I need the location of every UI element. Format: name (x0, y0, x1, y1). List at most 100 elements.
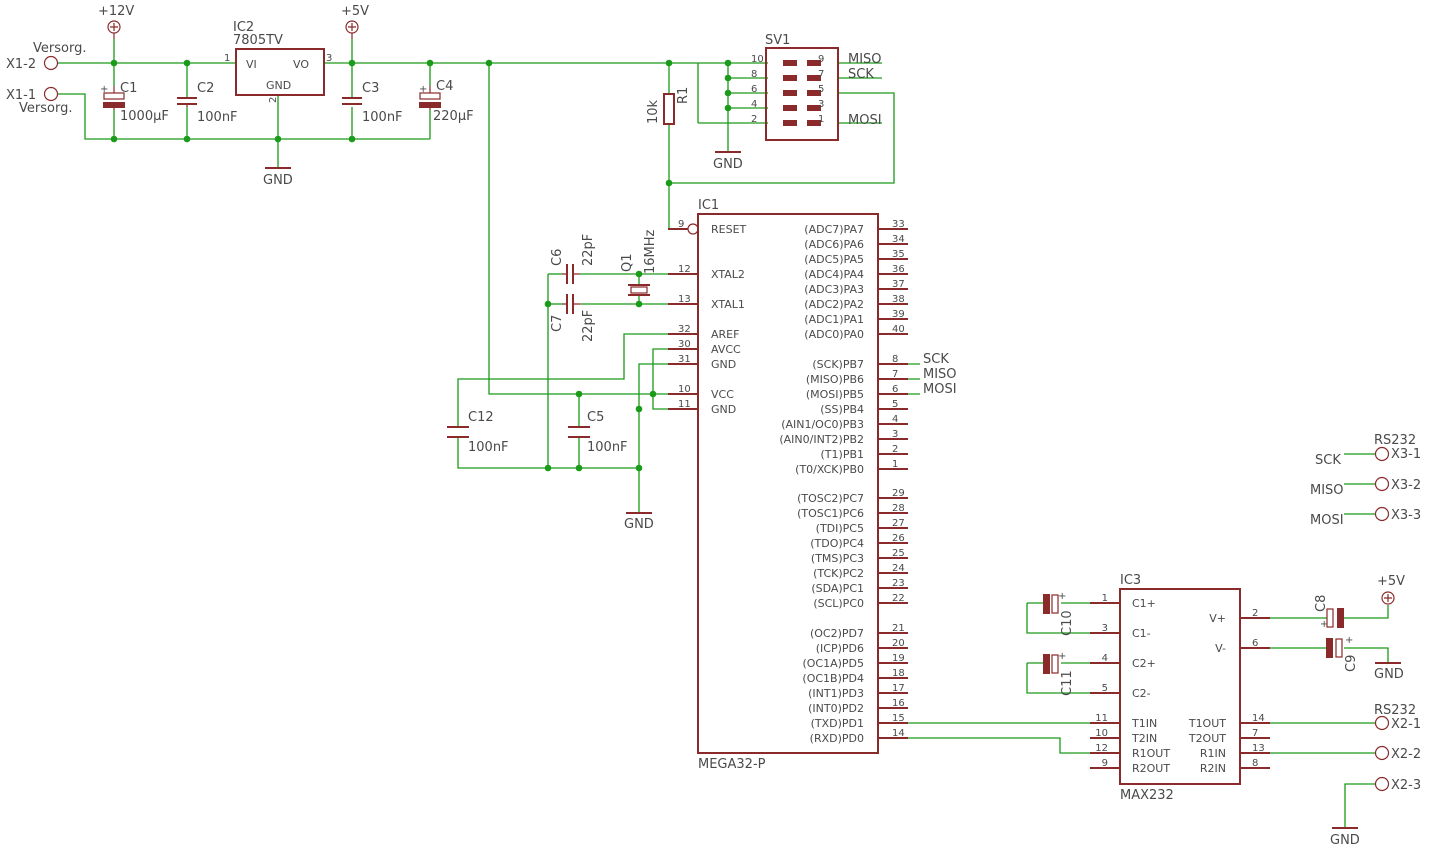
mcu-pin-number: 36 (892, 264, 905, 275)
sv1-pin-num: 7 (818, 69, 824, 80)
mcu-pin-number: 7 (892, 369, 898, 380)
x3-net-sck: SCK (1315, 453, 1341, 468)
capacitor-c10: + C10 (1043, 591, 1075, 636)
capacitor-c3: C3 100nF (342, 81, 403, 125)
mcu-pin-number: 3 (892, 429, 898, 440)
mcu-pin-label: XTAL1 (711, 298, 745, 311)
c7-value: 22pF (581, 310, 596, 342)
x3-1-label: X3-1 (1391, 447, 1421, 462)
max232-pin-label: T2OUT (1188, 732, 1226, 745)
max232-pin-number: 12 (1095, 743, 1108, 754)
mcu-pin-label: (INT1)PD3 (808, 687, 864, 700)
sv1-pin-num: 5 (818, 84, 824, 95)
mcu-pin-number: 34 (892, 234, 905, 245)
sv1-mosi: MOSI (848, 113, 882, 128)
c5-value: 100nF (587, 440, 628, 455)
max232-pin-number: 13 (1252, 743, 1265, 754)
ic2-pin2: 2 (268, 97, 279, 103)
mcu-pin-number: 39 (892, 309, 905, 320)
mcu-pin-number: 40 (892, 324, 905, 335)
supply-12v: +12V (98, 4, 134, 39)
mcu-pin-number: 27 (892, 518, 905, 529)
mcu-net-mosi: MOSI (923, 382, 957, 397)
max232-pin-number: 11 (1095, 713, 1108, 724)
junctions (110, 59, 732, 472)
max232-pin-label: T1OUT (1188, 717, 1226, 730)
capacitor-c7: C7 22pF (550, 294, 596, 342)
svg-text:+: + (1058, 651, 1066, 662)
mcu-pin-number: 25 (892, 548, 905, 559)
gnd-header: GND (713, 151, 743, 172)
max232-pin-number: 14 (1252, 713, 1265, 724)
x1-1-label: X1-1 (6, 88, 36, 103)
mcu-pin-number: 28 (892, 503, 905, 514)
supply-12v-label: +12V (98, 4, 134, 19)
ic2-vo: VO (293, 58, 309, 71)
regulator-ic2: IC2 7805TV VI VO GND 1 3 2 (224, 20, 332, 103)
c6-value: 22pF (581, 234, 596, 266)
sv1-pin-pad (783, 105, 797, 111)
mcu-pin-label: (TOSC2)PC7 (797, 492, 864, 505)
mcu-pin-number: 24 (892, 563, 905, 574)
mcu-pin-number: 17 (892, 683, 905, 694)
capacitor-c5: C5 100nF (568, 410, 628, 455)
ic3-name: IC3 (1120, 573, 1141, 588)
ic2-gnd: GND (266, 79, 291, 92)
mcu-pin-number: 13 (678, 294, 691, 305)
sv1-pin-num: 10 (751, 54, 764, 65)
sv1-pin-num: 6 (751, 84, 757, 95)
mcu-pin-label: (INT0)PD2 (808, 702, 864, 715)
mcu-pin-number: 29 (892, 488, 905, 499)
max232-pin-number: 3 (1102, 623, 1108, 634)
x3-net-mosi: MOSI (1310, 513, 1344, 528)
max232-pin-label: R1IN (1200, 747, 1226, 760)
max232-pin-number: 8 (1252, 758, 1258, 769)
svg-text:+: + (100, 84, 108, 95)
max232-pin-number: 1 (1102, 593, 1108, 604)
mcu-pin-label: (ICP)PD6 (816, 642, 864, 655)
c1-value: 1000µF (120, 109, 169, 124)
mcu-pin-number: 15 (892, 713, 905, 724)
sv1-pin-num: 9 (818, 54, 824, 65)
max232-pin-label: T1IN (1131, 717, 1157, 730)
c3-value: 100nF (362, 110, 403, 125)
mcu-pin-number: 33 (892, 219, 905, 230)
mcu-pin-label: AVCC (711, 343, 741, 356)
x2-rs232: RS232 (1374, 703, 1416, 718)
capacitor-c1: + C1 1000µF (100, 81, 169, 124)
mcu-pin-number: 19 (892, 653, 905, 664)
mcu-pin-number: 21 (892, 623, 905, 634)
gnd-mcu: GND (624, 512, 654, 532)
mcu-pin-label: (OC2)PD7 (810, 627, 864, 640)
mcu-pin-label: (AIN1/OC0)PB3 (781, 418, 864, 431)
mcu-pin-label: (TDI)PC5 (816, 522, 864, 535)
x1-2-label: X1-2 (6, 57, 36, 72)
c4-label: C4 (436, 79, 453, 94)
c5-label: C5 (587, 410, 604, 425)
supply-5v-b-label: +5V (1377, 574, 1405, 589)
x3-net-miso: MISO (1310, 483, 1344, 498)
mcu-pin-label: GND (711, 358, 736, 371)
c2-label: C2 (197, 81, 214, 96)
supply-5v-b: +5V (1377, 574, 1405, 605)
mcu-pin-label: (ADC6)PA6 (804, 238, 864, 251)
mcu-pin-label: AREF (711, 328, 739, 341)
sv1-pin-num: 8 (751, 69, 757, 80)
x2-3-label: X2-3 (1391, 778, 1421, 793)
x2-2-label: X2-2 (1391, 747, 1421, 762)
gnd-regulator: GND (263, 167, 293, 188)
mcu-pin-label: (MISO)PB6 (806, 373, 864, 386)
mcu-pin-number: 12 (678, 264, 691, 275)
max232-pin-label: C1- (1132, 627, 1151, 640)
mcu-pin-number: 1 (892, 459, 898, 470)
mcu-pin-number: 37 (892, 279, 905, 290)
c4-value: 220µF (433, 109, 474, 124)
supply-5v-a: +5V (341, 4, 369, 39)
c9-label: C9 (1344, 655, 1359, 672)
gnd-regulator-label: GND (263, 173, 293, 188)
sv1-pin-num: 2 (751, 114, 757, 125)
mcu-pin-label: (ADC4)PA4 (804, 268, 864, 281)
x3-rs232: RS232 (1374, 433, 1416, 448)
